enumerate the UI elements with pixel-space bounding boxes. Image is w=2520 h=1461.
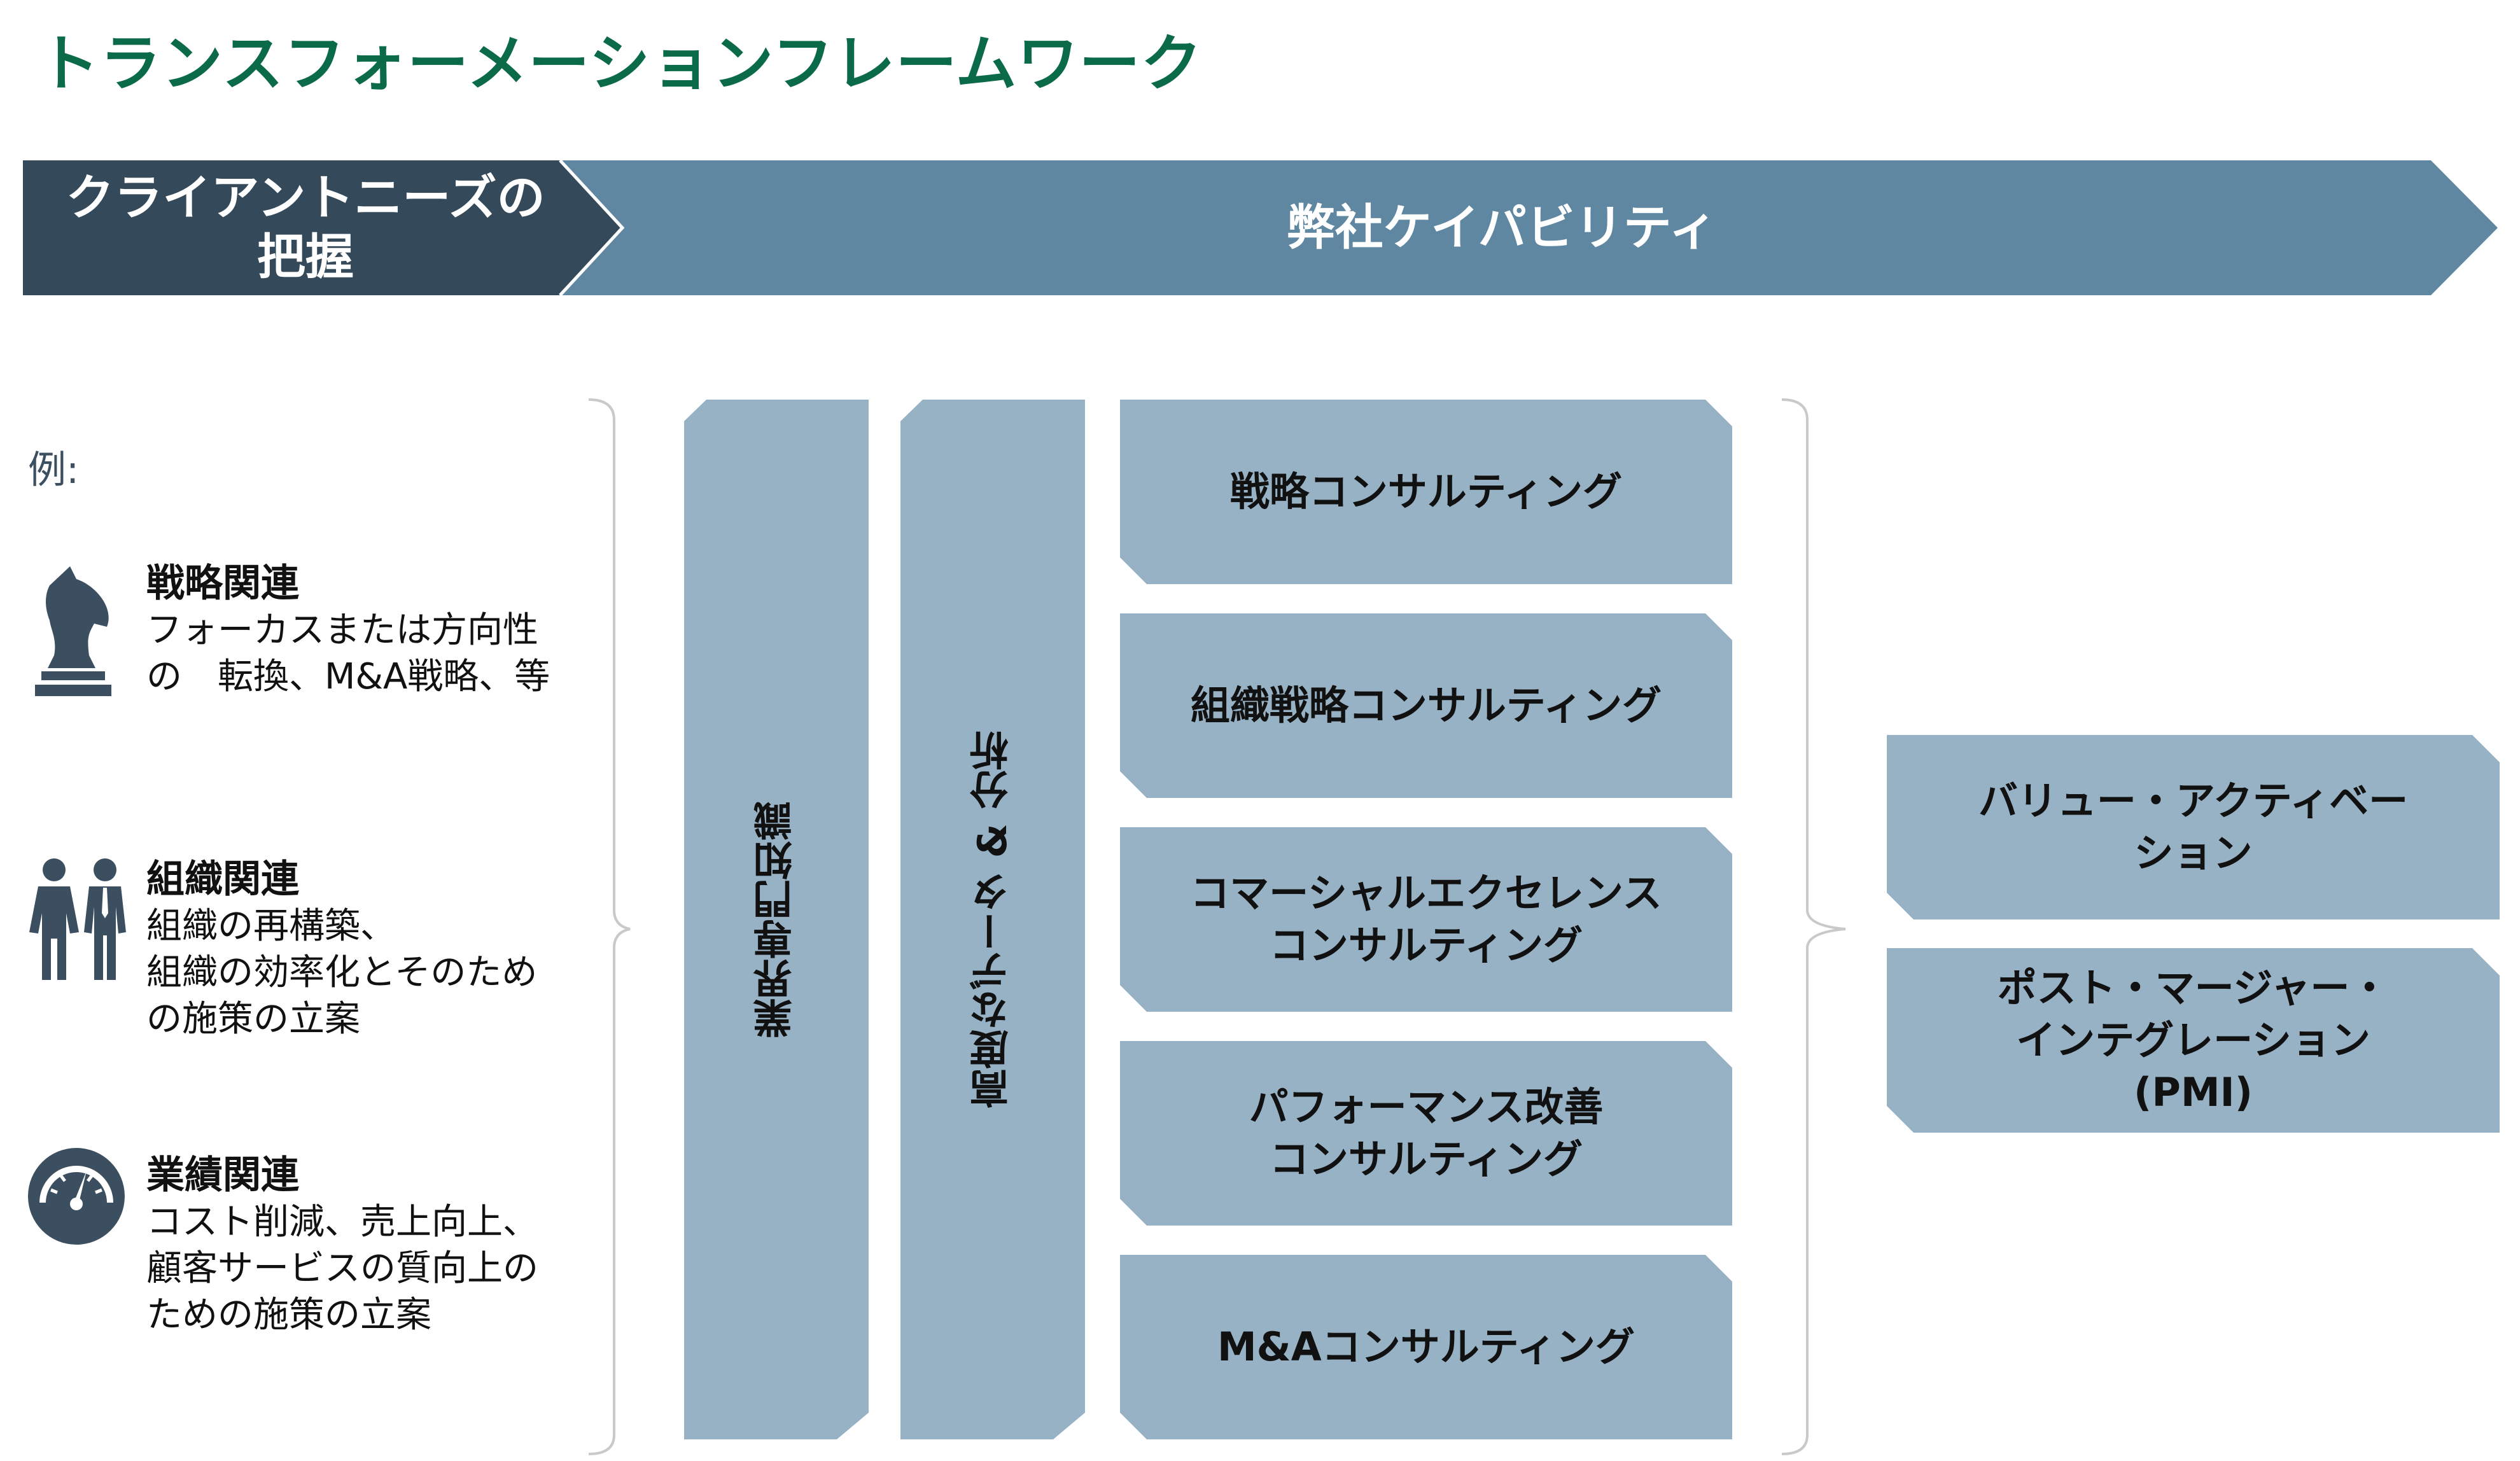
right-bracket (1781, 398, 1846, 1455)
example-body: 組織の再構築、 組織の効率化とそのため の施策の立案 (146, 905, 538, 1040)
page-title: トランスフォーメーションフレームワーク (38, 28, 1203, 99)
industry-expertise-label: 業界専門知識 (753, 801, 799, 1038)
left-bracket (588, 398, 631, 1455)
pmi-label: ポスト・マージャー・ インテグレーション (PMI) (1997, 965, 2390, 1115)
consulting-box (1120, 613, 1732, 798)
example-heading: 業績関連 (146, 1153, 299, 1198)
value-activation-label: バリュー・アクティベー ション (1978, 778, 2409, 876)
example-performance: 業績関連 コスト削減、売上向上、 顧客サービスの質向上の ための施策の立案 (146, 1152, 538, 1338)
consulting-box (1120, 1041, 1732, 1226)
chess-knight-icon (35, 566, 111, 696)
example-body: フォーカスまたは方向性 の 転換、M&A戦略、等 (146, 610, 550, 697)
data-analytics-panel (900, 400, 1085, 1439)
performance-improvement-label: パフォーマンス改善 コンサルティング (1249, 1084, 1604, 1182)
people-icon (29, 858, 126, 980)
consulting-box (1120, 1255, 1732, 1439)
gauge-icon (28, 1148, 125, 1245)
example-organization: 組織関連 組織の再構築、 組織の効率化とそのため の施策の立案 (146, 856, 537, 1042)
industry-expertise-panel (684, 400, 869, 1439)
client-needs-chevron (23, 160, 622, 295)
capabilities-chevron (554, 160, 2498, 295)
strategy-consulting-label: 戦略コンサルティング (1229, 468, 1623, 515)
data-analytics-label: 高度なデータ & 分析 (969, 730, 1016, 1108)
capabilities-header: 弊社ケイパビリティ (1286, 199, 1718, 256)
example-heading: 戦略関連 (146, 561, 299, 606)
example-strategy: 戦略関連 フォーカスまたは方向性 の 転換、M&A戦略、等 (146, 560, 550, 701)
ma-consulting-label: M&Aコンサルティング (1217, 1324, 1635, 1371)
example-heading: 組織関連 (146, 857, 299, 902)
example-body: コスト削減、売上向上、 顧客サービスの質向上の ための施策の立案 (146, 1201, 538, 1336)
consulting-box (1120, 400, 1732, 584)
org-strategy-consulting-label: 組織戦略コンサルティング (1190, 682, 1662, 729)
outcome-box (1887, 735, 2500, 919)
commercial-excellence-label: コマーシャルエクセレンス コンサルティング (1190, 870, 1662, 968)
outcome-box (1887, 948, 2500, 1133)
examples-label: 例: (28, 448, 80, 493)
client-needs-header: クライアントニーズの 把握 (66, 169, 545, 285)
consulting-box (1120, 827, 1732, 1012)
